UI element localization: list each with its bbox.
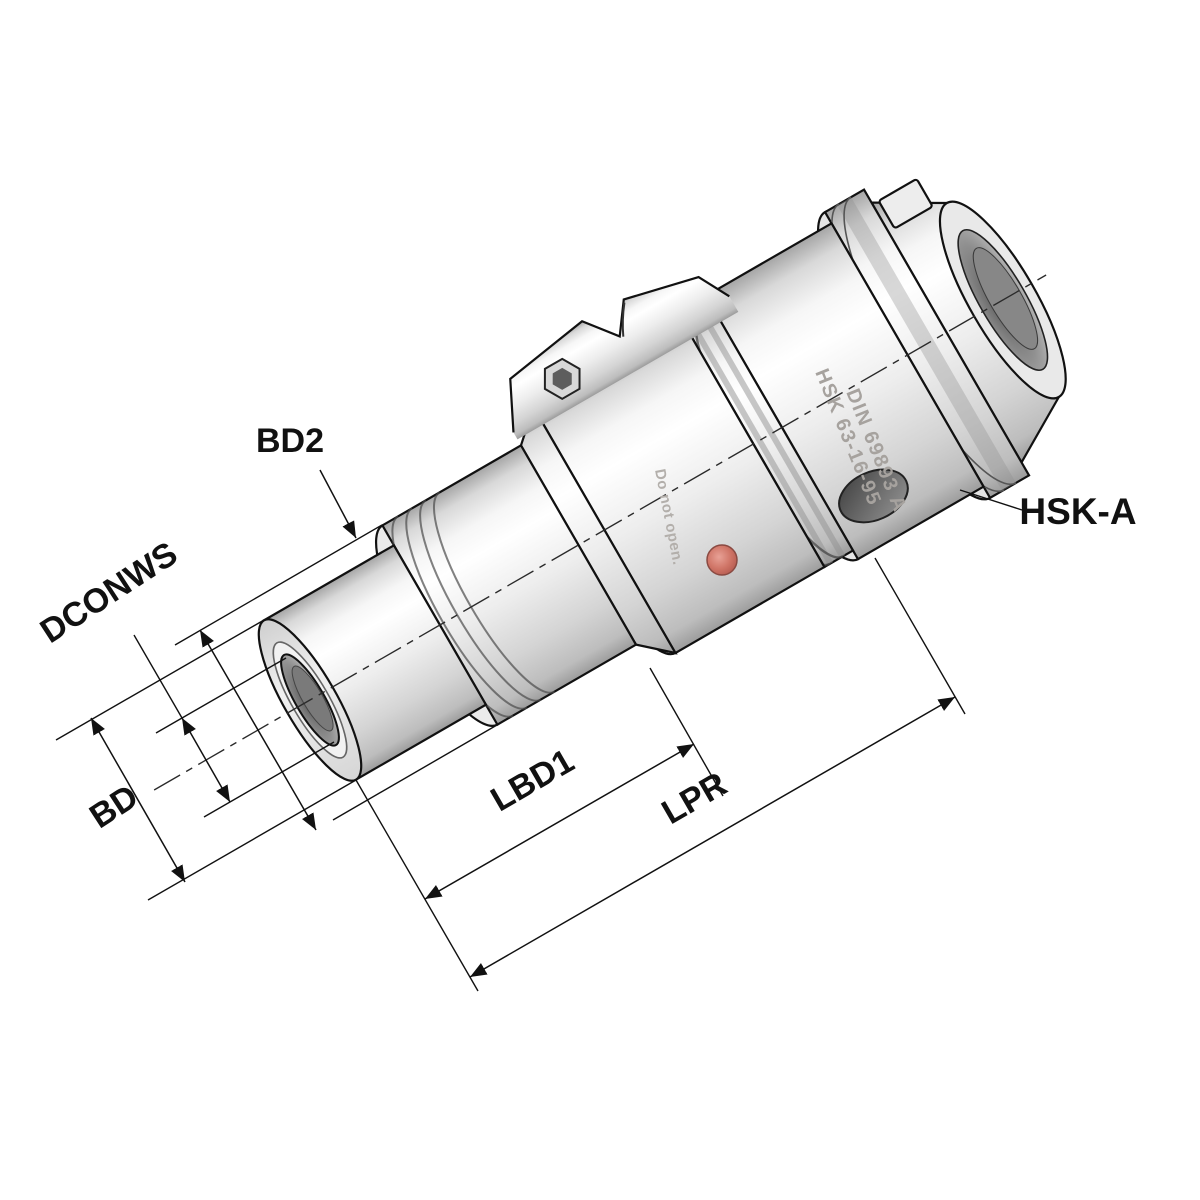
hska-label: HSK-A <box>1019 491 1136 532</box>
drive-castellation <box>878 178 933 229</box>
bd-ext-top <box>55 619 265 741</box>
neck-groove-3 <box>419 499 542 702</box>
hska-leader-line <box>959 489 1023 511</box>
dconws-dim-line <box>181 717 231 803</box>
collar-cut-detail <box>621 302 626 337</box>
groove-shadow-1 <box>685 316 834 565</box>
lpr-ext-right <box>874 557 966 715</box>
tool-body <box>153 178 1067 791</box>
bd2-ext-top <box>174 524 383 646</box>
dconws-dim-tail <box>133 634 183 719</box>
lbd1-label: LBD1 <box>485 742 581 819</box>
groove-shadow-2 <box>697 309 846 558</box>
lpr-label: LPR <box>656 765 734 832</box>
hex-screw-socket <box>552 367 572 390</box>
bd2-dim-line <box>199 629 317 831</box>
bd2-ext-bottom <box>332 724 498 821</box>
bd2-leader-arrow <box>319 469 357 539</box>
clamping-collar-outline <box>509 275 730 433</box>
dconws-ext-top <box>155 657 287 734</box>
lbd1-ext-left <box>355 779 479 992</box>
lpr-dim-line <box>469 696 956 978</box>
bd-dim-line <box>90 717 186 883</box>
bd-label: BD <box>83 777 145 836</box>
bd2-label: BD2 <box>256 422 324 460</box>
dconws-label: DCONWS <box>34 535 185 651</box>
clamping-collar <box>510 277 739 440</box>
dconws-ext-bottom <box>203 741 335 818</box>
red-indicator-dot <box>706 544 738 576</box>
side-bore-hole <box>838 468 909 524</box>
bd-ext-bottom <box>147 779 357 901</box>
